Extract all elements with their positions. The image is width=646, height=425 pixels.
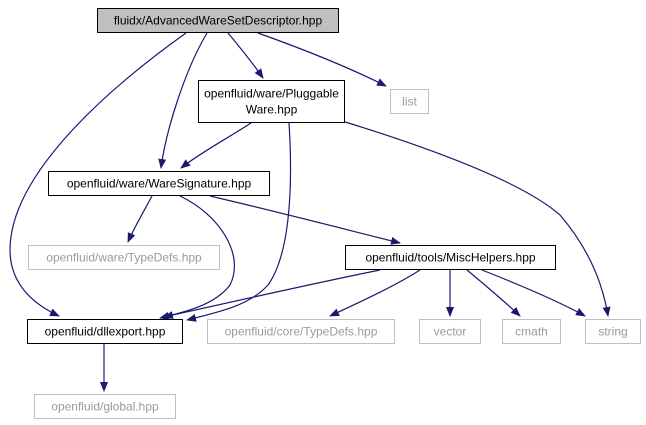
node-label-global: openfluid/global.hpp	[51, 400, 159, 414]
node-label-pluggable: Ware.hpp	[246, 103, 298, 117]
node-box-list	[390, 89, 429, 114]
node-box-pluggable	[198, 80, 345, 123]
node-label-dllexport: openfluid/dllexport.hpp	[45, 325, 166, 339]
edge-waresig-to-mischelpers	[209, 195, 401, 245]
node-box-cmath	[502, 319, 561, 344]
node-label-waresig: openfluid/ware/WareSignature.hpp	[67, 177, 252, 191]
node-label-cmath: cmath	[515, 325, 548, 339]
node-list: list	[390, 89, 429, 114]
edge-pluggable-to-waresig	[180, 122, 252, 169]
edge-root-to-list	[257, 32, 387, 87]
node-root[interactable]: fluidx/AdvancedWareSetDescriptor.hpp	[97, 8, 339, 33]
edge-waresig-to-dllexport	[159, 195, 235, 320]
node-box-dllexport	[27, 319, 183, 344]
node-box-global	[34, 394, 176, 419]
node-waresig[interactable]: openfluid/ware/WareSignature.hpp	[48, 171, 270, 196]
node-box-string	[585, 319, 641, 344]
edge-mischelpers-to-cmath	[466, 269, 521, 317]
edge-pluggable-to-dllexport	[186, 122, 292, 322]
node-box-waresig	[48, 171, 270, 196]
node-box-coretypedefs	[207, 319, 395, 344]
node-box-root	[97, 8, 339, 33]
edge-waresig-to-waretypedefs	[127, 195, 153, 243]
node-global: openfluid/global.hpp	[34, 394, 176, 419]
node-label-mischelpers: openfluid/tools/MiscHelpers.hpp	[365, 251, 535, 265]
node-coretypedefs: openfluid/core/TypeDefs.hpp	[207, 319, 395, 344]
node-dllexport[interactable]: openfluid/dllexport.hpp	[27, 319, 183, 344]
edge-mischelpers-to-string	[481, 269, 586, 317]
node-label-coretypedefs: openfluid/core/TypeDefs.hpp	[225, 325, 378, 339]
node-label-waretypedefs: openfluid/ware/TypeDefs.hpp	[46, 251, 202, 265]
edge-pluggable-to-string	[341, 120, 611, 317]
node-waretypedefs: openfluid/ware/TypeDefs.hpp	[28, 245, 220, 270]
node-string: string	[585, 319, 641, 344]
edge-mischelpers-to-dllexport	[163, 269, 381, 319]
node-cmath: cmath	[502, 319, 561, 344]
node-label-list: list	[402, 95, 417, 109]
node-mischelpers[interactable]: openfluid/tools/MiscHelpers.hpp	[345, 245, 556, 270]
edge-root-to-waresig	[158, 32, 208, 169]
edge-root-to-pluggable	[227, 32, 264, 79]
edges-layer	[9, 32, 611, 392]
node-label-string: string	[598, 325, 627, 339]
node-box-waretypedefs	[28, 245, 220, 270]
nodes-layer: fluidx/AdvancedWareSetDescriptor.hpp open…	[27, 8, 641, 419]
node-label-vector: vector	[434, 325, 467, 339]
node-box-mischelpers	[345, 245, 556, 270]
node-label-pluggable: openfluid/ware/Pluggable	[204, 87, 339, 101]
node-label-root: fluidx/AdvancedWareSetDescriptor.hpp	[114, 14, 323, 28]
node-box-vector	[419, 319, 481, 344]
edge-mischelpers-to-coretypedefs	[329, 269, 421, 317]
node-vector: vector	[419, 319, 481, 344]
edge-root-to-dllexport	[9, 32, 187, 317]
